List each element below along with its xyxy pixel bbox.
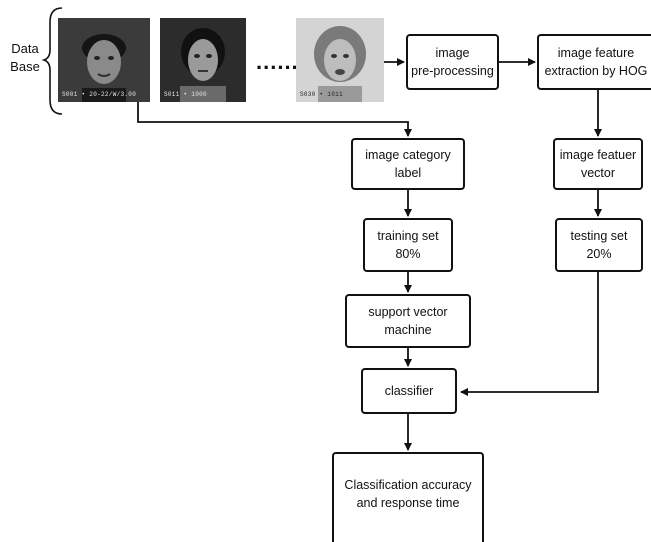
edge-testing-set-to-classifier [460,272,599,396]
face-3-icon [296,18,384,102]
node-classification-accuracy-response-time: Classification accuracy and response tim… [332,452,484,542]
photo-3-caption: S030 • 1011 [300,91,343,98]
node-classifier: classifier [361,368,457,414]
more-photos-ellipsis: ...... [256,49,299,74]
database-label-line2: Base [10,59,40,74]
database-brace [41,7,63,115]
node-support-vector-machine: support vector machine [345,294,471,348]
face-photo-1: S001 • 20-22/W/3.00 [58,18,150,102]
face-2-icon [160,18,246,102]
node-image-category-label: image category label [351,138,465,190]
node-image-feature-vector: image featuer vector [553,138,643,190]
face-photo-2: S011 • 1000 [160,18,246,102]
face-photo-3: S030 • 1011 [296,18,384,102]
edge-database-to-category-label [137,102,412,137]
node-training-set: training set 80% [363,218,453,272]
face-1-icon [58,18,150,102]
node-image-preprocessing: image pre-processing [406,34,499,90]
node-feature-extraction-hog: image feature extraction by HOG [537,34,651,90]
database-label: Data Base [4,40,46,76]
photo-2-caption: S011 • 1000 [164,91,207,98]
photo-1-caption: S001 • 20-22/W/3.00 [62,91,137,98]
node-testing-set: testing set 20% [555,218,643,272]
database-label-line1: Data [11,41,39,56]
